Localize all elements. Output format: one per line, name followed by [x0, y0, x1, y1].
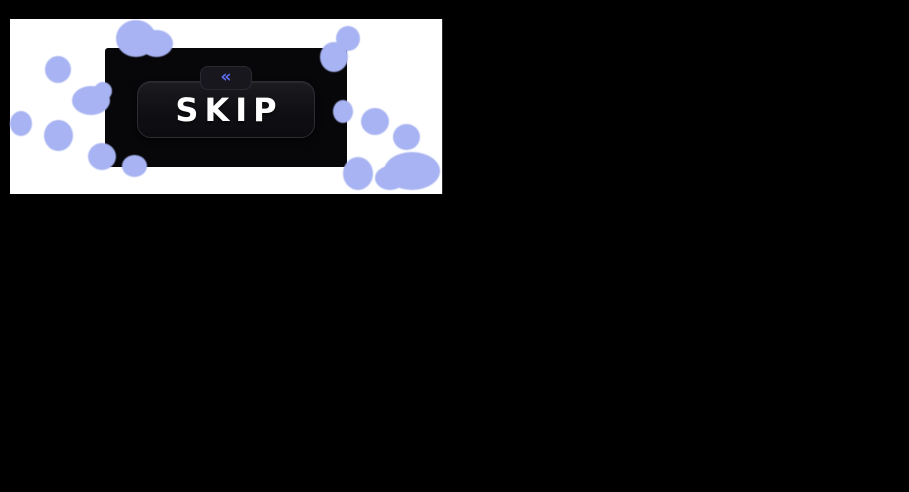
- paint-blob: [94, 82, 112, 100]
- paint-blob: [88, 143, 116, 170]
- paint-blob: [393, 124, 420, 150]
- skip-button-label: SKIP: [175, 90, 283, 129]
- game-viewport: « SKIP: [10, 19, 442, 194]
- skip-overlay-panel: « SKIP: [105, 48, 347, 167]
- paint-blob: [10, 111, 32, 136]
- paint-blob: [361, 108, 389, 135]
- chevron-double-left-icon: «: [220, 66, 232, 87]
- paint-blob: [122, 155, 147, 177]
- paint-blob: [375, 166, 405, 190]
- paint-blob: [320, 42, 348, 72]
- collapse-button[interactable]: «: [200, 66, 252, 90]
- paint-blob: [45, 56, 71, 83]
- paint-blob: [343, 157, 373, 190]
- paint-blob: [44, 120, 73, 151]
- paint-blob: [333, 100, 353, 123]
- paint-blob: [140, 30, 173, 57]
